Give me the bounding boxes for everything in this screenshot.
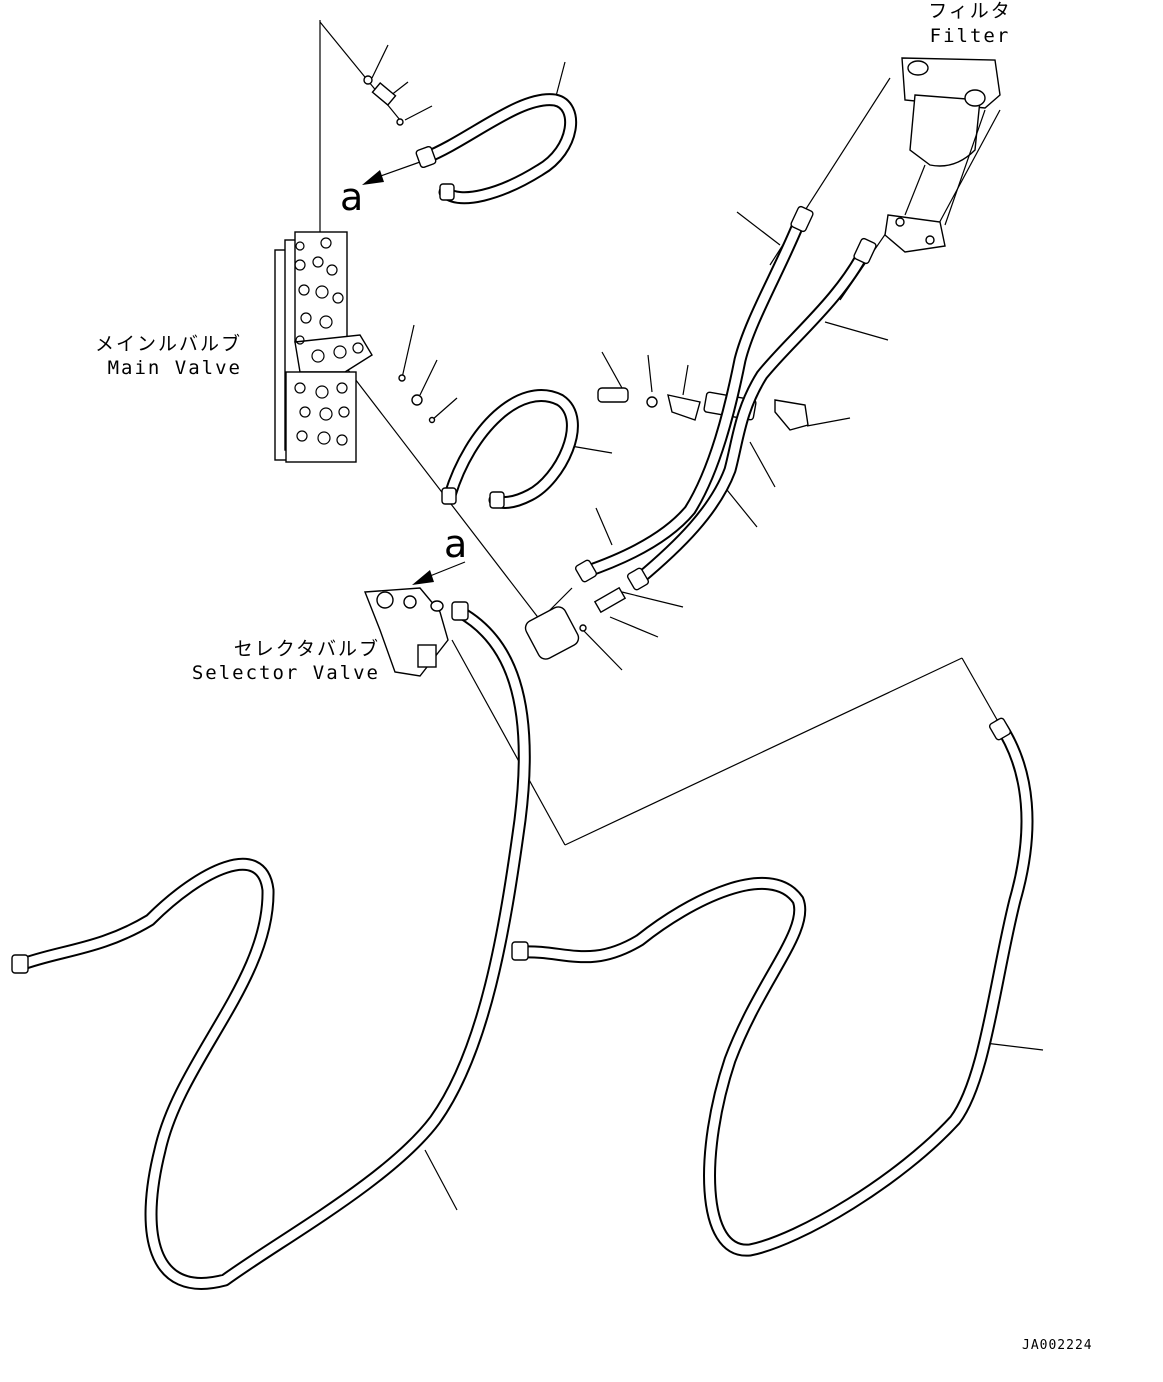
main-valve-label-jp: メインルバルブ [94, 333, 242, 355]
filter-label-jp: フィルタ [928, 0, 1012, 22]
hose-filter-2 [631, 243, 872, 587]
selector-valve-label-jp: セレクタバルブ [233, 638, 380, 660]
main-valve-drawing [274, 231, 373, 463]
filter-drawing [884, 57, 1001, 253]
view-arrows [362, 161, 466, 585]
hose-long-left [13, 605, 531, 1290]
filter-label-en: Filter [929, 25, 1011, 47]
hose-middle [443, 389, 579, 509]
main-valve-label-en: Main Valve [107, 357, 242, 379]
view-marker-a-bottom: a [444, 522, 468, 566]
selector-valve-label-en: Selector Valve [191, 662, 380, 684]
hose-long-right [515, 718, 1034, 1257]
hose-filter-1 [578, 213, 807, 579]
hose-top [418, 93, 577, 205]
drawing-code: JA002224 [1022, 1338, 1093, 1353]
view-marker-a-top: a [340, 175, 364, 219]
assembly-lines [319, 20, 1001, 846]
hose-end-fittings [11, 145, 1012, 974]
selector-valve-drawing [363, 587, 449, 677]
leader-lines [371, 44, 1044, 1211]
